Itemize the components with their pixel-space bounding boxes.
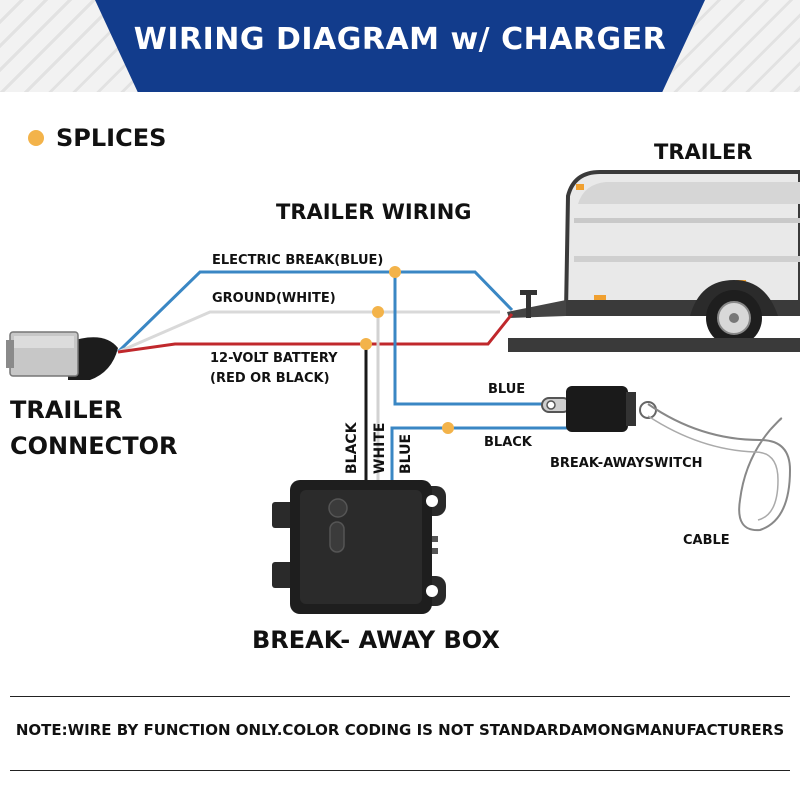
box-wire-blue-label: BLUE	[398, 433, 414, 474]
splice-dot-battery	[360, 338, 372, 350]
wire-electric-brake-blue	[116, 270, 514, 354]
electric-brake-label: ELECTRIC BREAK(BLUE)	[212, 253, 384, 268]
trailer-wiring-label: TRAILER WIRING	[276, 200, 472, 224]
box-wire-white-label: WHITE	[372, 422, 388, 474]
trailer-illustration	[507, 170, 800, 352]
cable-label: CABLE	[683, 533, 730, 548]
wire-box-blue	[390, 426, 568, 480]
breakaway-cable	[647, 403, 792, 532]
splice-dot-switch	[442, 422, 454, 434]
splices-legend-label: SPLICES	[56, 124, 167, 152]
footer-note: NOTE:WIRE BY FUNCTION ONLY.COLOR CODING …	[15, 721, 785, 739]
divider-bottom	[10, 770, 790, 771]
breakaway-box-label: BREAK- AWAY BOX	[252, 626, 500, 654]
trailer-connector-label-line2: CONNECTOR	[10, 432, 178, 460]
breakaway-switch	[541, 386, 657, 432]
battery-label-line2: (RED OR BLACK)	[210, 371, 330, 386]
page-title: WIRING DIAGRAM w/ CHARGER	[133, 22, 667, 57]
trailer-label: TRAILER	[654, 140, 753, 164]
splice-legend-dot	[28, 130, 44, 146]
splice-dot-brake	[389, 266, 401, 278]
splice-dot-ground	[372, 306, 384, 318]
switch-black-label: BLACK	[484, 435, 532, 450]
wire-ground-white	[117, 310, 500, 354]
trailer-connector-label-line1: TRAILER	[10, 396, 123, 424]
trailer-connector-plug	[6, 331, 118, 380]
wire-battery-red	[117, 313, 514, 354]
box-wire-black-label: BLACK	[344, 422, 360, 474]
title-banner	[95, 0, 705, 92]
ground-label: GROUND(WHITE)	[212, 291, 336, 306]
switch-blue-label: BLUE	[488, 382, 526, 397]
battery-label-line1: 12-VOLT BATTERY	[210, 351, 338, 366]
breakaway-box	[272, 480, 446, 614]
wire-blue-to-switch	[393, 272, 548, 406]
breakaway-switch-label: BREAK-AWAYSWITCH	[550, 456, 703, 471]
divider-top	[10, 696, 790, 697]
